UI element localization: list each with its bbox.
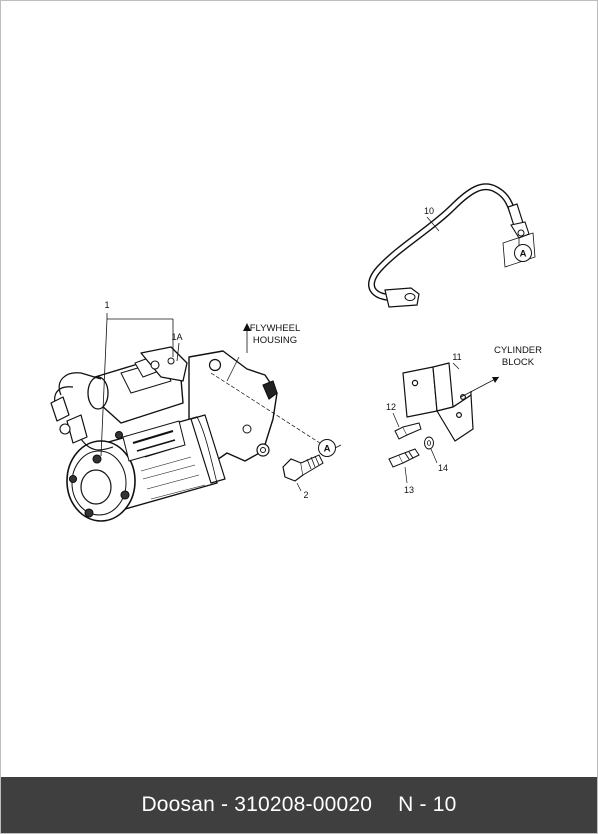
ref-circle-starter: A — [318, 439, 336, 457]
footer-brand-part: Doosan - 310208-00020 — [141, 793, 373, 816]
arrow-cylinder — [492, 377, 499, 383]
callout-1: 1 — [104, 300, 109, 310]
callout-13: 13 — [404, 485, 414, 495]
screw-12 — [394, 422, 422, 440]
footer-bar: Doosan - 310208-00020 N - 10 — [1, 777, 597, 833]
ref-circle-cable: A — [514, 244, 532, 262]
leader-10 — [426, 216, 440, 232]
parts-diagram: A A 1 1A 2 10 11 12 13 14 FLYWHEEL HOUSI… — [50, 183, 542, 522]
washer-14 — [424, 436, 434, 450]
leaders-starter — [100, 313, 180, 457]
ref-a-label: A — [520, 249, 527, 260]
footer-page-ref: N - 10 — [398, 793, 457, 816]
callout-10: 10 — [424, 206, 434, 216]
cylinder-label-line1: CYLINDER — [494, 345, 542, 356]
battery-cable — [368, 183, 536, 308]
ref-a-label: A — [324, 444, 331, 455]
flywheel-label-line1: FLYWHEEL — [250, 323, 301, 334]
callout-14: 14 — [438, 463, 448, 473]
cylinder-label-line2: BLOCK — [502, 357, 535, 368]
stud-13 — [388, 448, 420, 468]
callout-1a: 1A — [171, 332, 182, 342]
bolt-2 — [282, 454, 324, 482]
arrow-flywheel — [243, 323, 251, 331]
callout-2: 2 — [303, 490, 308, 500]
callout-11: 11 — [452, 352, 461, 362]
callout-12: 12 — [386, 402, 396, 412]
flywheel-label-line2: HOUSING — [253, 335, 297, 346]
starter-motor — [50, 346, 278, 522]
mounting-bracket — [402, 362, 474, 442]
